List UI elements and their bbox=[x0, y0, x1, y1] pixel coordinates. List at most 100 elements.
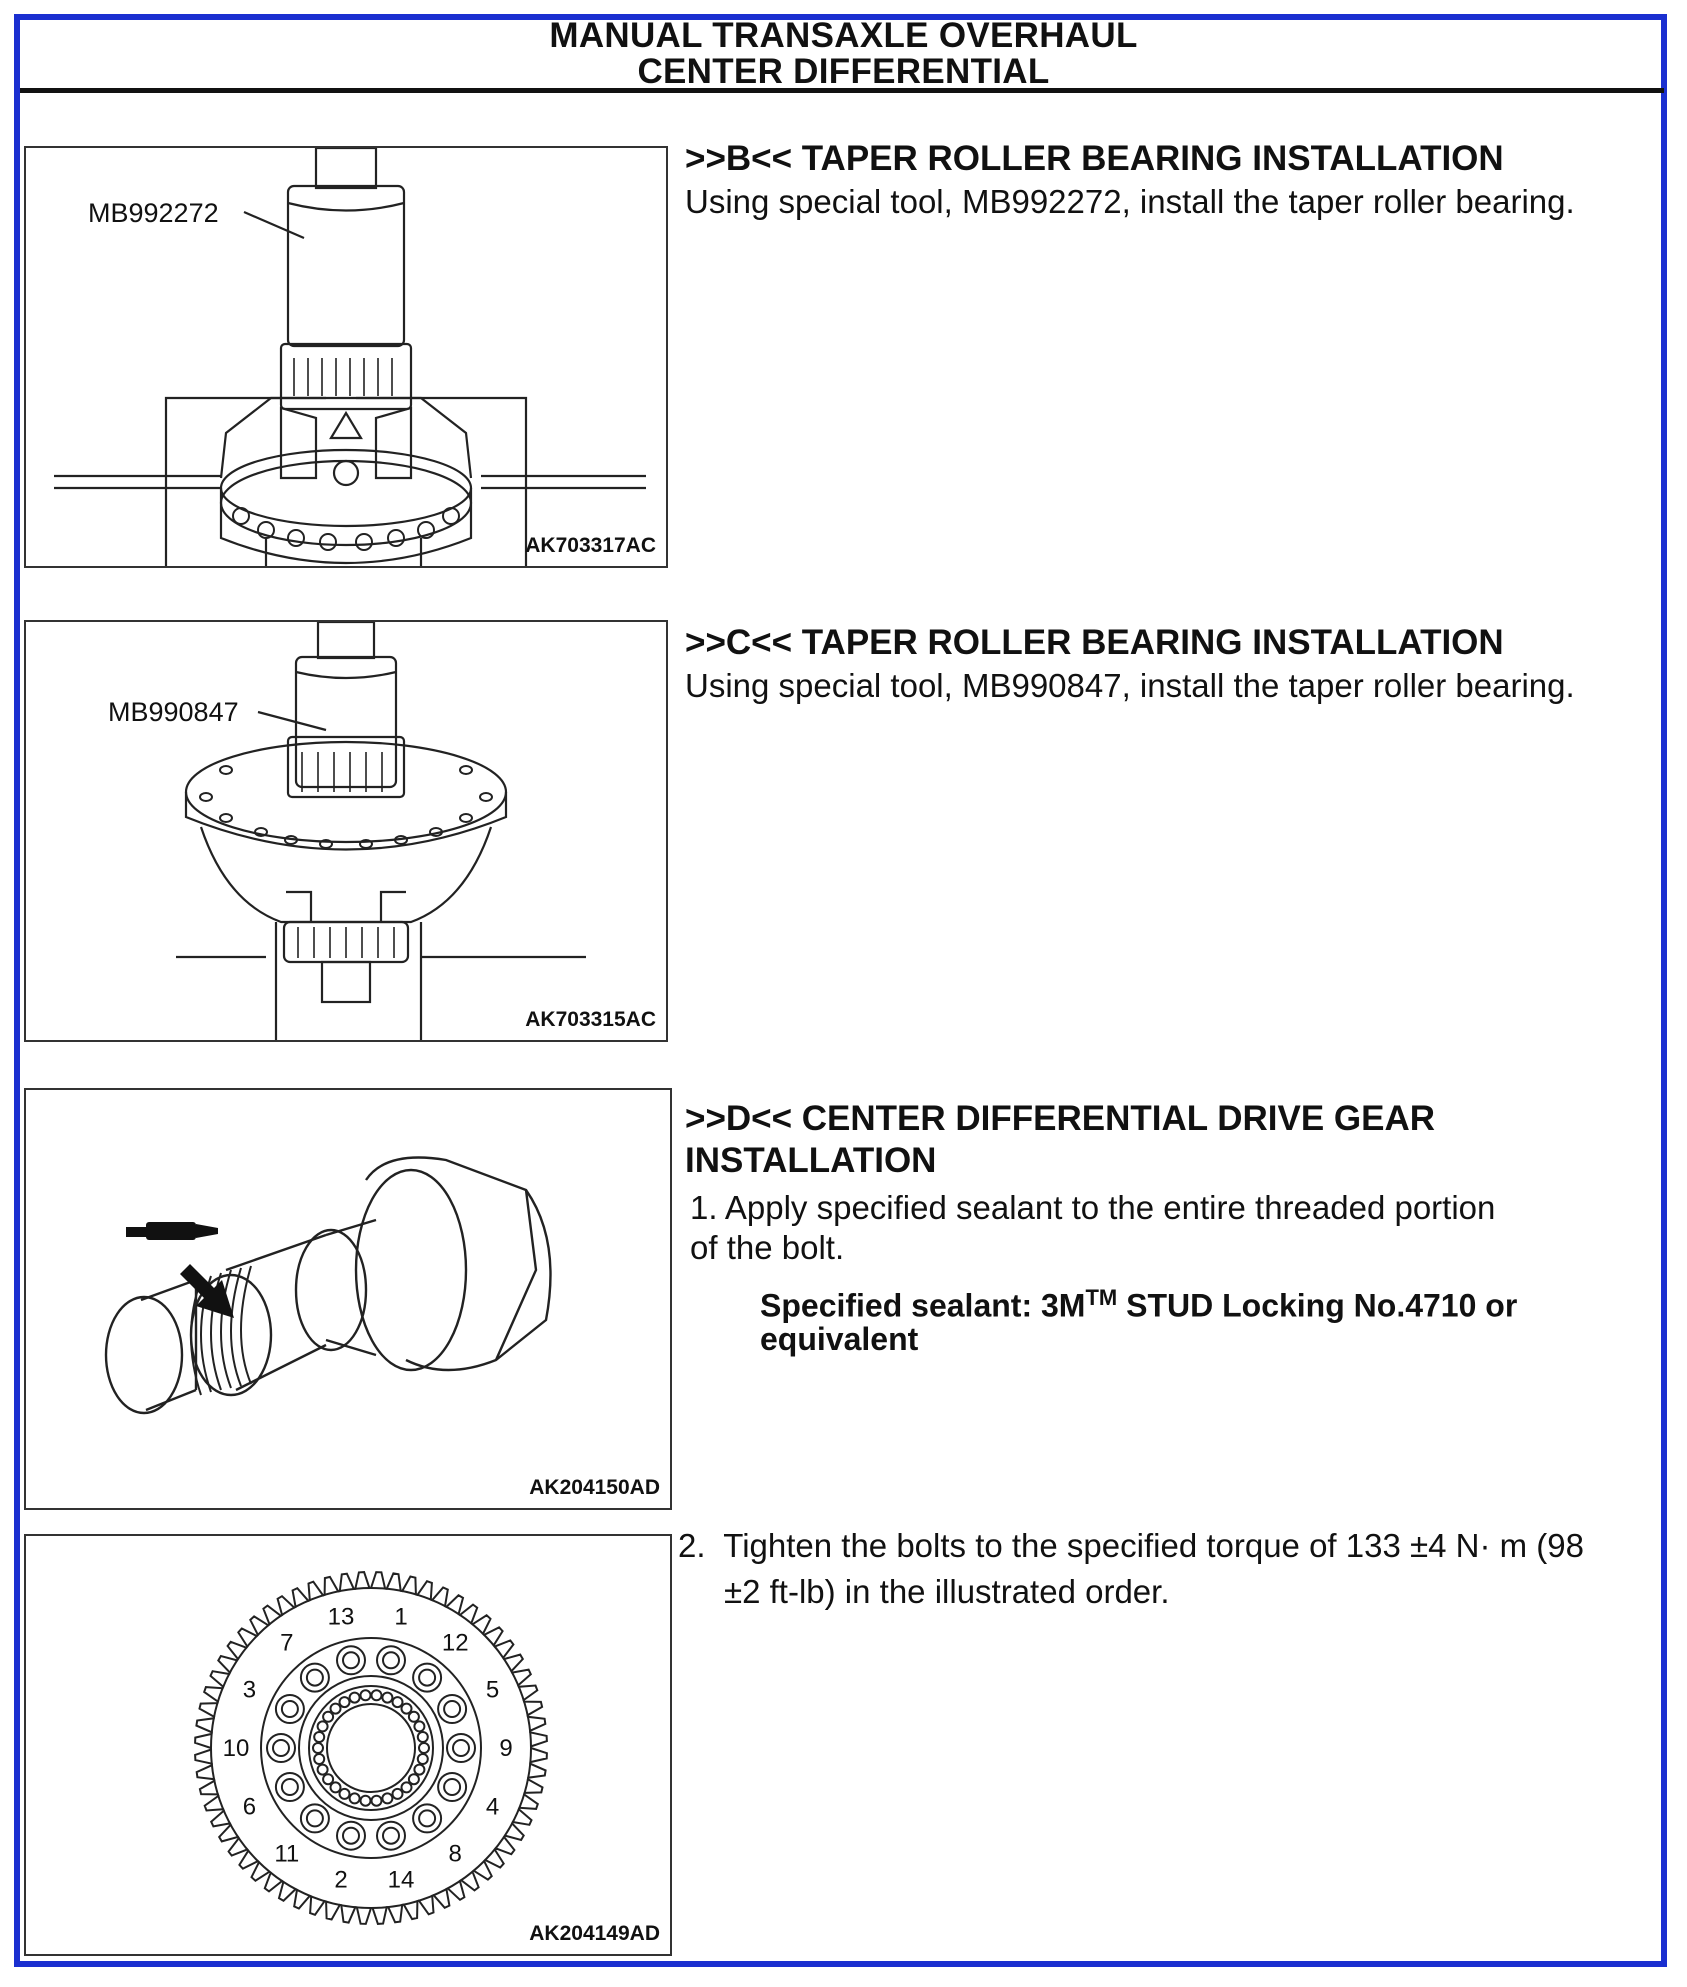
bearing-roller bbox=[316, 1763, 329, 1776]
bolt-order-label: 7 bbox=[280, 1630, 293, 1657]
bearing-roller bbox=[391, 1696, 404, 1709]
bolt-hole bbox=[446, 1733, 476, 1763]
bolt-hole bbox=[412, 1662, 443, 1693]
section-d-title-cont: INSTALLATION bbox=[685, 1141, 937, 1180]
bolt-hole bbox=[274, 1694, 305, 1724]
bearing-roller bbox=[413, 1720, 426, 1733]
figure-code: AK703315AC bbox=[525, 1008, 656, 1031]
sealant-spec: Specified sealant: 3MTM STUD Locking No.… bbox=[760, 1276, 1517, 1328]
bearing-roller bbox=[329, 1702, 342, 1715]
bearing-roller bbox=[348, 1691, 361, 1704]
bolt-order-label: 8 bbox=[449, 1841, 462, 1868]
bolt-hole-inner bbox=[452, 1739, 470, 1757]
bearing-roller bbox=[329, 1781, 342, 1794]
bolt-hole-inner bbox=[382, 1651, 400, 1670]
bolt-hole bbox=[266, 1733, 296, 1763]
section-b-title: >>B<< TAPER ROLLER BEARING INSTALLATION bbox=[685, 139, 1504, 178]
bearing-roller bbox=[416, 1753, 429, 1765]
section-c-title: >>C<< TAPER ROLLER BEARING INSTALLATION bbox=[685, 623, 1504, 662]
bearing-roller bbox=[407, 1710, 420, 1723]
arrow-icon bbox=[176, 1260, 238, 1322]
bolt-order-label: 12 bbox=[442, 1630, 469, 1657]
bearing-roller bbox=[348, 1792, 361, 1805]
bolt-hole bbox=[336, 1645, 366, 1676]
sealant-spec-cont: equivalent bbox=[760, 1321, 919, 1357]
tool-callout-mb992272: MB992272 bbox=[88, 198, 219, 228]
bolt-hole bbox=[376, 1820, 406, 1851]
gear-illustration: 1 12 5 9 48 14 2 11 6 10 37 13 bbox=[194, 1571, 548, 1925]
bolt-order-label: 4 bbox=[486, 1794, 499, 1821]
bearing-roller bbox=[359, 1689, 372, 1702]
bolt-order-label: 6 bbox=[243, 1794, 256, 1821]
sealant-tube-icon bbox=[126, 1218, 220, 1244]
step-1-text-cont: of the bolt. bbox=[690, 1229, 845, 1266]
bolt-hole bbox=[336, 1820, 366, 1851]
step-2-text-cont: ±2 ft-lb) in the illustrated order. bbox=[724, 1573, 1170, 1610]
bolt-hole-inner bbox=[418, 1668, 437, 1687]
bolt-order-label: 1 bbox=[394, 1603, 407, 1630]
bearing-roller bbox=[391, 1787, 404, 1800]
bearing-illustration-c bbox=[176, 622, 586, 1040]
trademark: TM bbox=[1085, 1285, 1118, 1310]
tool-callout-mb990847: MB990847 bbox=[108, 697, 239, 727]
bearing-roller bbox=[418, 1742, 430, 1754]
bolt-order-label: 10 bbox=[223, 1735, 250, 1762]
bearing-roller bbox=[416, 1731, 429, 1743]
bolt-hole-inner bbox=[418, 1809, 437, 1828]
bearing-roller bbox=[370, 1689, 383, 1702]
section-c-body: Using special tool, MB990847, install th… bbox=[685, 667, 1575, 704]
bolt-order-label: 2 bbox=[334, 1867, 347, 1894]
bearing-roller bbox=[313, 1753, 326, 1765]
bearing-roller bbox=[322, 1710, 335, 1723]
bolt-hole-inner bbox=[382, 1826, 400, 1845]
bolt-hole bbox=[299, 1803, 330, 1834]
figure-bearing-install-c: MB990847 AK703315AC bbox=[24, 620, 668, 1042]
bearing-roller bbox=[381, 1691, 394, 1704]
bearing-roller bbox=[400, 1702, 413, 1715]
section-b-body: Using special tool, MB992272, install th… bbox=[685, 183, 1575, 220]
step-1-text: 1. Apply specified sealant to the entire… bbox=[690, 1189, 1496, 1226]
bearing-roller bbox=[322, 1773, 335, 1786]
bolt-order-label: 11 bbox=[274, 1841, 299, 1868]
bolt-hole bbox=[299, 1662, 330, 1693]
section-d-title: >>D<< CENTER DIFFERENTIAL DRIVE GEAR bbox=[685, 1099, 1436, 1138]
bolt-hole bbox=[274, 1772, 305, 1802]
bearing-roller bbox=[400, 1781, 413, 1794]
bearing-roller bbox=[381, 1792, 394, 1805]
figure-bolt-sealant: AK204150AD bbox=[24, 1088, 672, 1510]
bearing-roller bbox=[313, 1731, 326, 1743]
bolt-order-label: 5 bbox=[486, 1676, 499, 1703]
bolt-hole-inner bbox=[305, 1668, 324, 1687]
bolt-hole-inner bbox=[342, 1826, 360, 1845]
bearing-roller bbox=[338, 1696, 351, 1709]
bolt-order-label: 3 bbox=[243, 1676, 256, 1703]
bolt-hole-inner bbox=[443, 1778, 462, 1796]
bolt-hole bbox=[437, 1772, 468, 1802]
bolt-hole-inner bbox=[305, 1809, 324, 1828]
bearing-roller bbox=[413, 1763, 426, 1776]
page-frame bbox=[14, 14, 1667, 1967]
bolt-order-label: 14 bbox=[388, 1867, 415, 1894]
figure-code: AK204150AD bbox=[529, 1476, 660, 1499]
bearing-illustration-b bbox=[54, 148, 646, 566]
bolt-hole-inner bbox=[272, 1739, 290, 1757]
bolt-order-label: 13 bbox=[328, 1603, 355, 1630]
sealant-spec-prefix: Specified sealant: 3M bbox=[760, 1287, 1086, 1324]
header-title: MANUAL TRANSAXLE OVERHAUL bbox=[549, 16, 1138, 55]
bolt-hole-inner bbox=[443, 1700, 462, 1718]
header-subtitle: CENTER DIFFERENTIAL bbox=[637, 52, 1050, 91]
bolt-hole-inner bbox=[280, 1700, 299, 1718]
bolt-order-label: 9 bbox=[499, 1735, 512, 1762]
bolt-hole-inner bbox=[342, 1651, 360, 1670]
bearing-roller bbox=[359, 1794, 372, 1807]
bearing-roller bbox=[316, 1720, 329, 1733]
bearing-roller bbox=[407, 1773, 420, 1786]
bolt-hole bbox=[376, 1645, 406, 1676]
sealant-spec-suffix: STUD Locking No.4710 or bbox=[1117, 1287, 1518, 1324]
figure-code: AK703317AC bbox=[525, 534, 656, 557]
figure-bearing-install-b: MB992272 AK703317AC bbox=[24, 146, 668, 568]
bearing-roller bbox=[338, 1787, 351, 1800]
header-rule bbox=[20, 88, 1664, 93]
bolt-hole bbox=[437, 1694, 468, 1724]
